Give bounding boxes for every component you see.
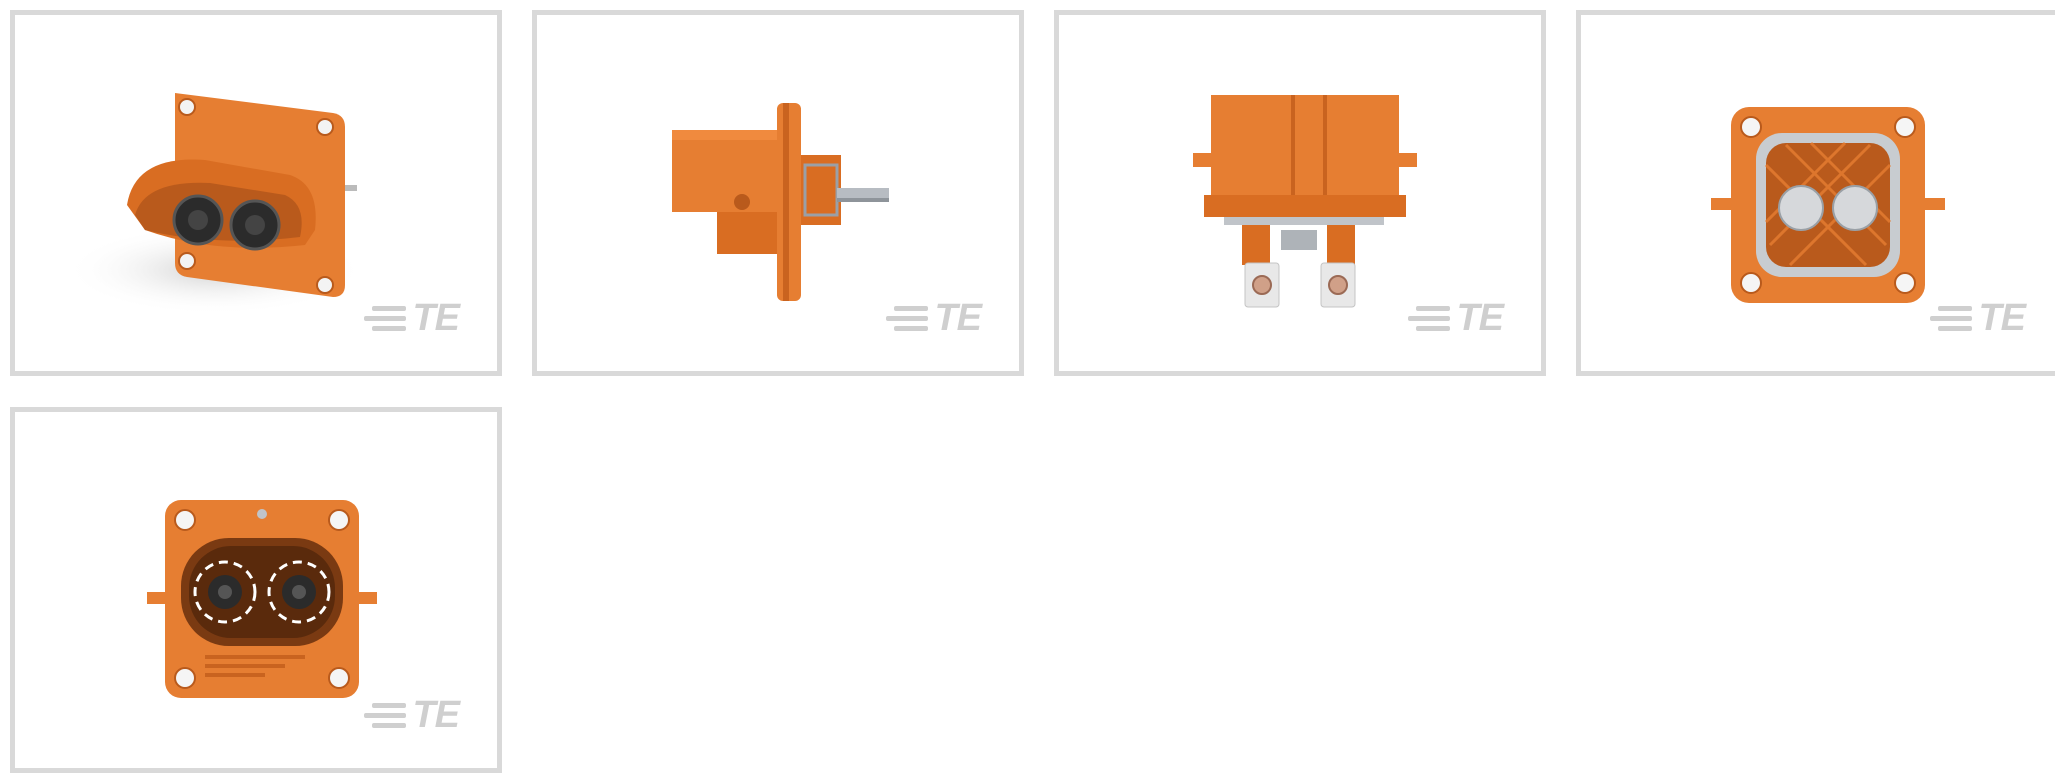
thumbnail-front-view[interactable]: TE [10, 407, 502, 773]
te-logo-mark-icon [364, 305, 407, 331]
te-logo: TE [364, 297, 460, 339]
te-logo: TE [1930, 297, 2026, 339]
te-logo-text: TE [934, 297, 982, 339]
te-logo-mark-icon [886, 305, 929, 331]
te-logo-text: TE [1978, 297, 2026, 339]
connector-side-image [672, 103, 889, 301]
te-logo-text: TE [1456, 297, 1504, 339]
te-logo-mark-icon [1930, 305, 1973, 331]
connector-front-image [147, 500, 377, 698]
te-logo-mark-icon [364, 702, 407, 728]
te-logo-text: TE [412, 694, 460, 736]
thumbnail-rear-view[interactable]: TE [1576, 10, 2055, 376]
te-logo-text: TE [412, 297, 460, 339]
thumbnail-side-view[interactable]: TE [532, 10, 1024, 376]
connector-isometric-image [65, 93, 365, 315]
te-logo: TE [1408, 297, 1504, 339]
te-logo: TE [886, 297, 982, 339]
connector-rear-image [1711, 107, 1945, 303]
thumbnail-top-view[interactable]: TE [1054, 10, 1546, 376]
thumbnail-isometric-view[interactable]: TE [10, 10, 502, 376]
te-logo-mark-icon [1408, 305, 1451, 331]
connector-top-image [1193, 95, 1417, 308]
te-logo: TE [364, 694, 460, 736]
